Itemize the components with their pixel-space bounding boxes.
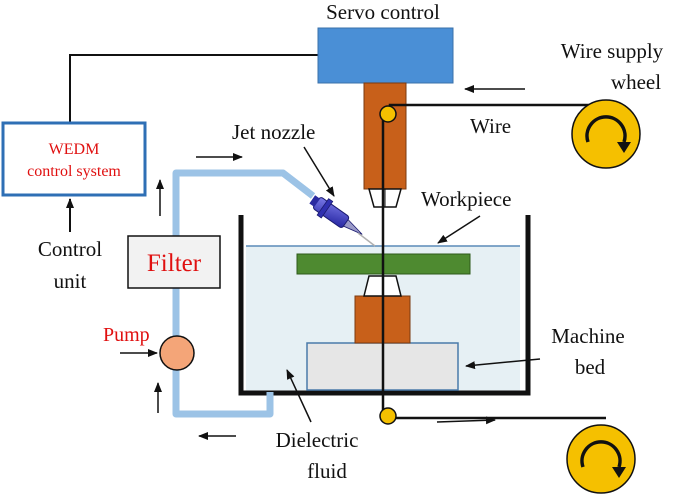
dielectric-pointer [286, 369, 312, 423]
control-unit-label-1: Control [38, 237, 102, 261]
wire-supply-label-2: wheel [611, 70, 661, 94]
machine-bed-label-1: Machine [551, 324, 624, 348]
lower-guide-pulley [379, 407, 397, 425]
wire-out-arrow [436, 416, 496, 425]
servo-to-wedm-cable [69, 54, 318, 123]
wire-supply-rotation-icon [585, 115, 627, 143]
workpiece-pointer [437, 215, 481, 244]
wedm-label-2: control system [27, 163, 121, 180]
tank [238, 215, 531, 396]
wire-supply-label-1: Wire supply [561, 39, 664, 63]
filter-box [127, 235, 221, 289]
wire-takeup-wheel [566, 424, 636, 494]
wire-takeup-rotation-icon [580, 440, 622, 468]
dielectric-label-1: Dielectric [276, 428, 359, 452]
wire-supply-rotation-arrowhead [617, 142, 631, 153]
pump-label: Pump [103, 324, 150, 346]
servo-control-label: Servo control [326, 0, 440, 24]
jet-nozzle [309, 195, 363, 235]
machine-bed-label-2: bed [575, 355, 606, 379]
machine-bed-pointer [465, 358, 541, 370]
wire-label: Wire [470, 114, 511, 138]
jet-spray [357, 232, 376, 247]
workpiece-label: Workpiece [421, 187, 511, 211]
upper-electrode [363, 82, 407, 190]
dielectric-pipe [172, 169, 316, 418]
upper-guide-pulley [379, 105, 397, 123]
wedm-label-1: WEDM [49, 141, 100, 158]
wire-supply-wheel [571, 99, 641, 169]
dielectric-label-2: fluid [307, 459, 347, 483]
control-unit-label-2: unit [54, 269, 87, 293]
pump [159, 335, 195, 371]
servo-control-box [317, 27, 454, 84]
filter-label: Filter [147, 250, 202, 277]
jet-nozzle-pointer [303, 146, 335, 197]
jet-nozzle-label: Jet nozzle [232, 120, 315, 144]
wedm-control-system-box [1, 121, 147, 197]
wire-takeup-rotation-arrowhead [612, 467, 626, 478]
